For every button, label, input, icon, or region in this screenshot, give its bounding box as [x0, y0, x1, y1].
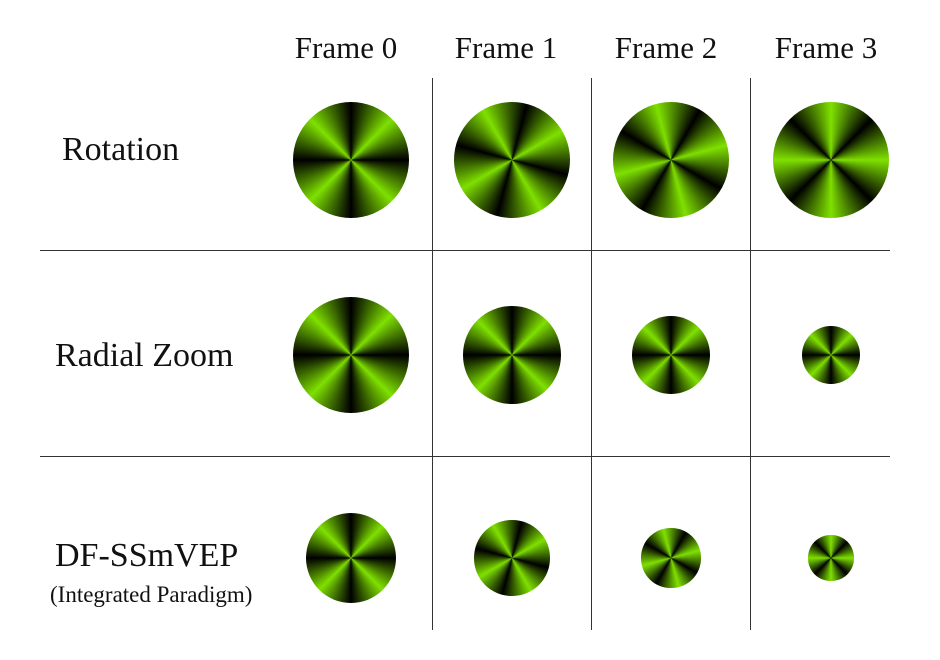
column-header-frame-3: Frame 3	[774, 30, 878, 65]
row-label-df-ssmvep: DF-SSmVEP	[55, 537, 239, 574]
stimulus-disc-row2-frame3	[802, 326, 860, 384]
stimulus-disc-row3-frame3	[808, 535, 854, 581]
grid-line-vertical-3	[750, 78, 751, 630]
row-label-radial-zoom: Radial Zoom	[55, 337, 234, 374]
grid-line-vertical-2	[591, 78, 592, 630]
row-sublabel-integrated-paradigm: (Integrated Paradigm)	[50, 582, 253, 607]
stimulus-disc-row3-frame1	[474, 520, 550, 596]
stimulus-disc-row1-frame3	[773, 102, 889, 218]
row-label-rotation: Rotation	[62, 131, 180, 168]
grid-line-vertical-1	[432, 78, 433, 630]
grid-line-horizontal-1	[40, 250, 890, 251]
grid-line-horizontal-2	[40, 456, 890, 457]
column-header-frame-2: Frame 2	[614, 30, 718, 65]
stimulus-disc-row1-frame0	[293, 102, 409, 218]
stimulus-disc-row3-frame2	[641, 528, 701, 588]
stimulus-disc-row2-frame0	[293, 297, 409, 413]
column-header-frame-0: Frame 0	[294, 30, 398, 65]
column-header-frame-1: Frame 1	[454, 30, 558, 65]
stimulus-disc-row3-frame0	[305, 512, 397, 604]
stimulus-disc-row2-frame2	[632, 316, 710, 394]
stimulus-disc-row1-frame1	[454, 102, 570, 218]
stimulus-disc-row2-frame1	[463, 306, 561, 404]
stimulus-disc-row1-frame2	[613, 102, 729, 218]
